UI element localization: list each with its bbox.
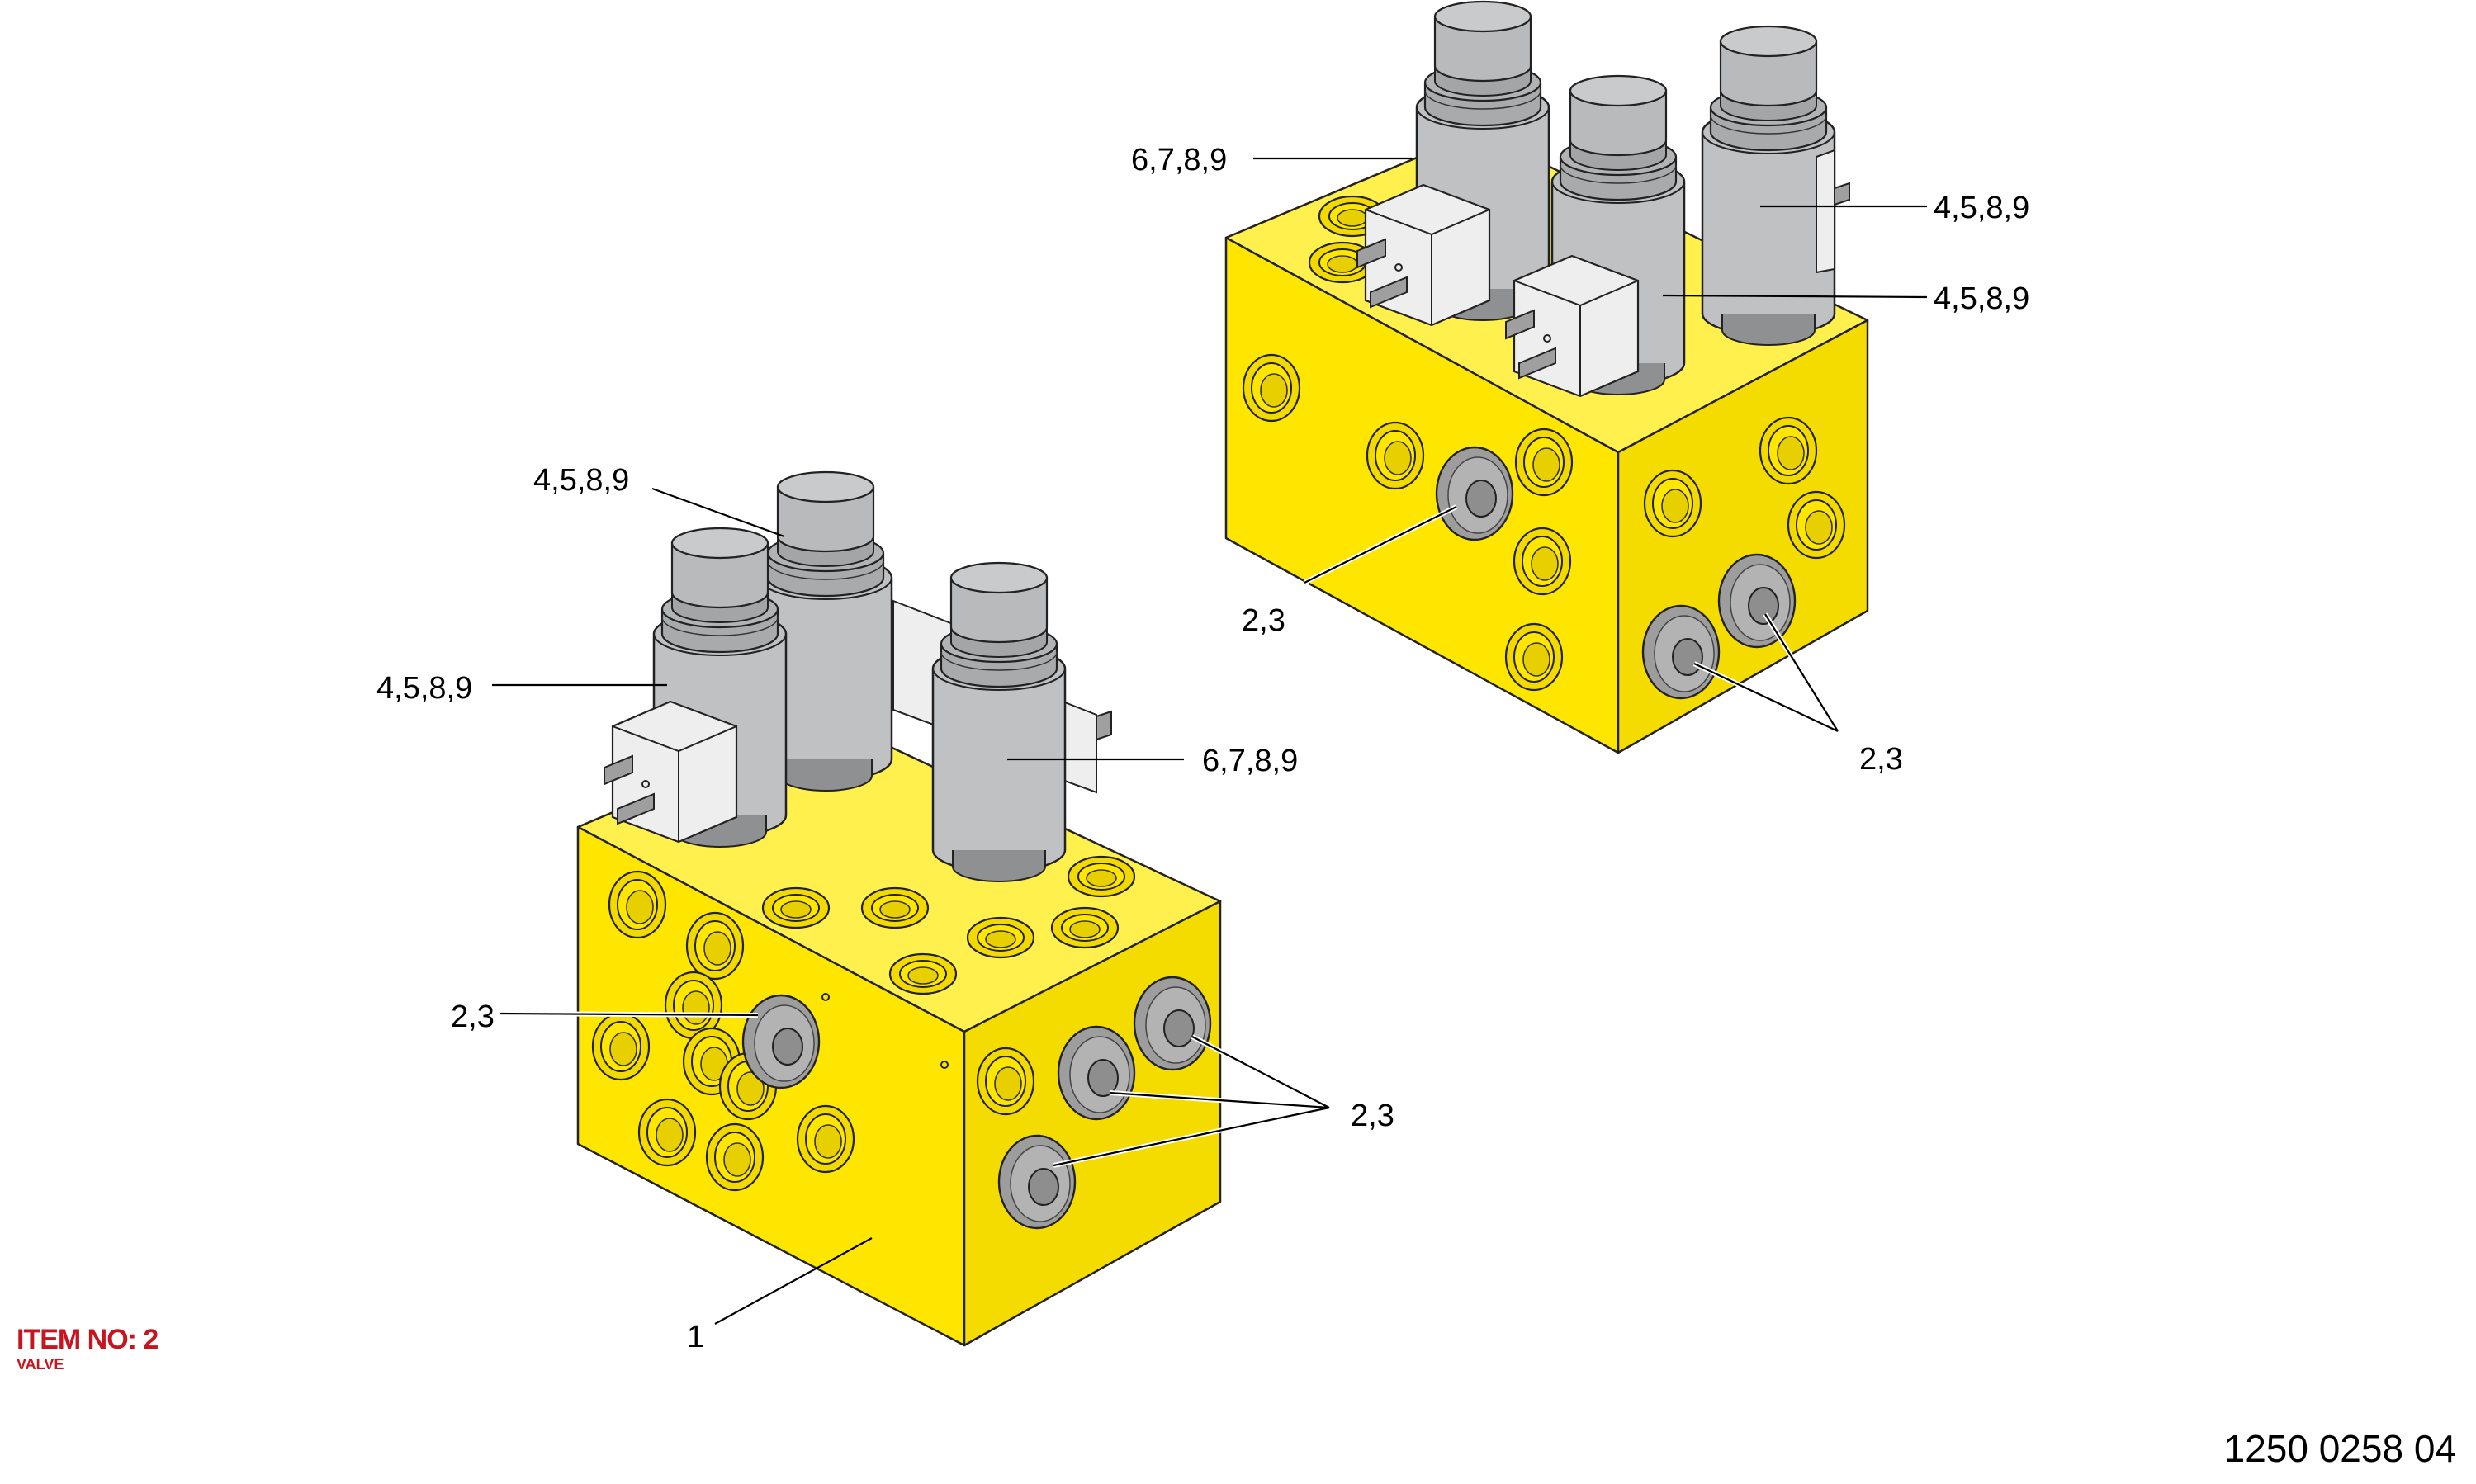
port-front-left-4 bbox=[591, 1012, 651, 1081]
callout-rear-4589-top: 4,5,8,9 bbox=[1934, 191, 2029, 225]
pilot-hole-1 bbox=[821, 993, 830, 1001]
port-rear-right-1 bbox=[1643, 469, 1702, 538]
callout-front-4589-top: 4,5,8,9 bbox=[533, 463, 629, 498]
port-rear-left-3 bbox=[1514, 428, 1574, 497]
plug-front-4 bbox=[997, 1134, 1077, 1230]
port-front-left-9 bbox=[796, 1104, 855, 1174]
callout-rear-23-right: 2,3 bbox=[1859, 742, 1903, 777]
port-rear-left-1 bbox=[1242, 353, 1301, 423]
plug-rear-3 bbox=[1717, 553, 1797, 649]
port-front-left-8 bbox=[705, 1122, 765, 1192]
plug-rear-2 bbox=[1641, 604, 1721, 700]
top-port-front-1 bbox=[761, 886, 831, 929]
plug-front-1 bbox=[741, 994, 821, 1089]
top-port-front-3 bbox=[1067, 855, 1136, 898]
top-port-front-2 bbox=[860, 886, 930, 929]
callouts-rear: 6,7,8,9 4,5,8,9 4,5,8,9 2,3 2,3 bbox=[1131, 143, 2029, 777]
callout-front-23-right: 2,3 bbox=[1351, 1099, 1394, 1133]
port-front-left-2 bbox=[685, 911, 745, 981]
callout-front-23-left: 2,3 bbox=[451, 1000, 495, 1034]
callout-front-block: 1 bbox=[687, 1320, 704, 1354]
item-description: VALVE bbox=[17, 1356, 64, 1373]
port-rear-left-4 bbox=[1513, 527, 1572, 596]
port-rear-right-2 bbox=[1759, 416, 1818, 485]
front-valve-block bbox=[576, 470, 1222, 1347]
connector-rear-front bbox=[1504, 254, 1640, 398]
solenoid-coil-front-right bbox=[931, 561, 1067, 883]
connector-rear-left bbox=[1356, 183, 1491, 327]
port-rear-left-5 bbox=[1504, 622, 1564, 692]
rear-valve-block bbox=[1224, 0, 1869, 754]
pilot-hole-2 bbox=[940, 1061, 949, 1069]
callout-front-6789: 6,7,8,9 bbox=[1202, 744, 1298, 778]
port-rear-right-3 bbox=[1787, 490, 1846, 560]
connector-front-left bbox=[603, 700, 738, 844]
drawing-number: 1250 0258 04 bbox=[2223, 1427, 2456, 1470]
top-port-front-4 bbox=[966, 916, 1035, 959]
plug-front-3 bbox=[1133, 976, 1212, 1071]
callout-rear-23-left: 2,3 bbox=[1242, 603, 1285, 638]
callout-rear-6789: 6,7,8,9 bbox=[1131, 143, 1227, 177]
callouts-front: 4,5,8,9 4,5,8,9 6,7,8,9 2,3 2,3 1 bbox=[376, 463, 1394, 1354]
plug-rear-1 bbox=[1435, 446, 1514, 541]
top-port-front-5 bbox=[1050, 906, 1120, 949]
callout-front-4589-left: 4,5,8,9 bbox=[376, 671, 472, 706]
port-front-right-1 bbox=[976, 1047, 1035, 1116]
leader-lines bbox=[492, 157, 1928, 1325]
top-port-front-6 bbox=[888, 952, 958, 995]
port-rear-left-2 bbox=[1366, 421, 1425, 490]
callout-rear-4589-bottom: 4,5,8,9 bbox=[1934, 281, 2029, 316]
item-number-label: ITEM NO: 2 bbox=[17, 1324, 159, 1355]
connector-rear-right bbox=[1816, 149, 1850, 274]
plug-front-2 bbox=[1057, 1025, 1136, 1121]
port-front-left-1 bbox=[608, 870, 667, 939]
port-front-left-7 bbox=[637, 1098, 697, 1167]
